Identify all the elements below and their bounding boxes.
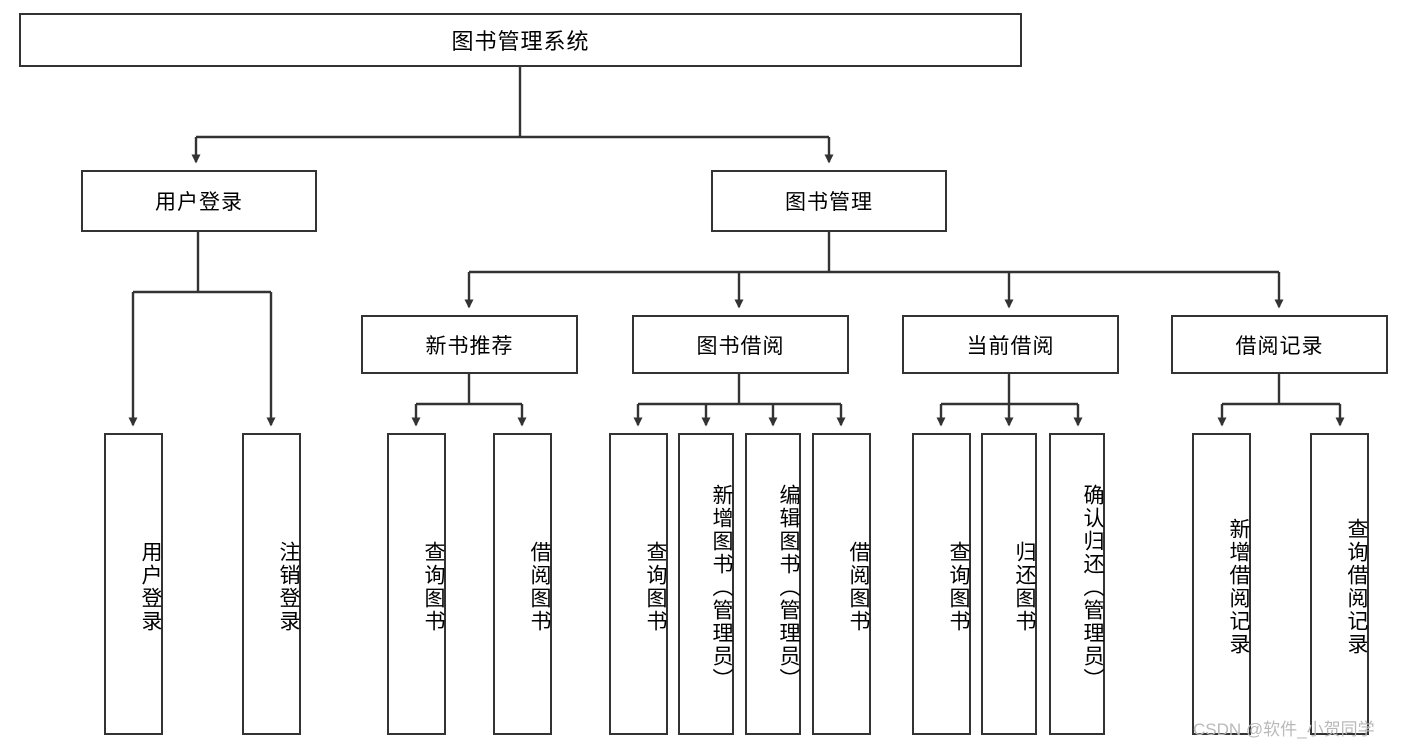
leaf-user-login-logout[interactable]: 注销登录	[242, 433, 301, 735]
leaf-new-book-borrow[interactable]: 借阅图书	[493, 433, 552, 735]
leaf-book-borrow-add[interactable]: 新增图书（管理员）	[678, 433, 734, 735]
node-new-book-recommend[interactable]: 新书推荐	[361, 315, 578, 374]
leaf-current-borrow-return[interactable]: 归还图书	[981, 433, 1037, 735]
leaf-book-borrow-borrow[interactable]: 借阅图书	[812, 433, 871, 735]
node-book-borrow[interactable]: 图书借阅	[632, 315, 849, 374]
leaf-current-borrow-confirm-return[interactable]: 确认归还（管理员）	[1049, 433, 1105, 735]
node-current-borrow[interactable]: 当前借阅	[902, 315, 1119, 374]
leaf-book-borrow-edit[interactable]: 编辑图书（管理员）	[745, 433, 801, 735]
csdn-watermark: CSDN @软件_小贺同学	[1193, 720, 1375, 739]
node-user-login[interactable]: 用户登录	[81, 170, 317, 232]
leaf-borrow-record-query[interactable]: 查询借阅记录	[1310, 433, 1369, 735]
leaf-book-borrow-query[interactable]: 查询图书	[609, 433, 668, 735]
node-book-management[interactable]: 图书管理	[711, 170, 947, 232]
leaf-user-login-login[interactable]: 用户登录	[104, 433, 163, 735]
node-root-system[interactable]: 图书管理系统	[19, 13, 1022, 67]
leaf-borrow-record-add[interactable]: 新增借阅记录	[1192, 433, 1251, 735]
node-borrow-record[interactable]: 借阅记录	[1171, 315, 1388, 374]
leaf-current-borrow-query[interactable]: 查询图书	[912, 433, 971, 735]
leaf-new-book-query[interactable]: 查询图书	[387, 433, 446, 735]
